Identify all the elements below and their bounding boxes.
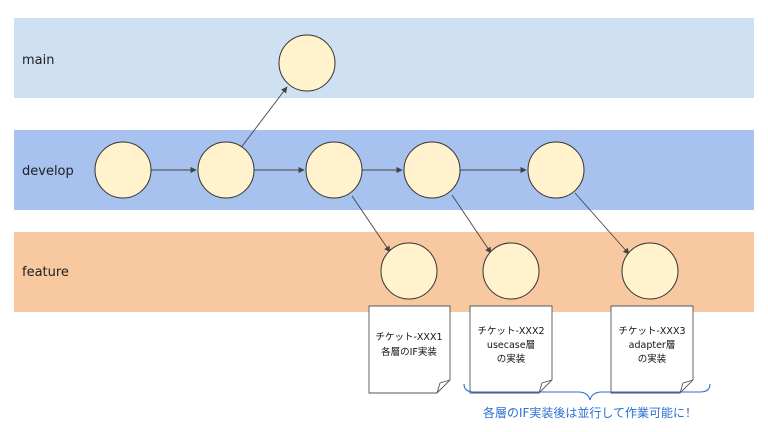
note-3-line-2: adapter層 bbox=[629, 340, 676, 351]
arrow-d5-f3 bbox=[574, 192, 630, 255]
commit-develop-3 bbox=[305, 141, 363, 199]
note-2-line-1: チケット-XXX2 bbox=[478, 326, 545, 337]
commits bbox=[94, 34, 679, 300]
note-2-line-3: の実装 bbox=[497, 353, 526, 365]
arrows bbox=[150, 86, 630, 255]
curly-brace bbox=[463, 383, 711, 401]
lane-label-develop: develop bbox=[22, 164, 74, 179]
commit-feature-1 bbox=[380, 242, 438, 300]
arrow-d2-main bbox=[239, 86, 288, 150]
commit-develop-4 bbox=[403, 141, 461, 199]
note-1: チケット-XXX1 各層のIF実装 bbox=[368, 305, 451, 394]
note-1-line-1: チケット-XXX1 bbox=[376, 332, 443, 343]
note-2-line-2: usecase層 bbox=[487, 340, 535, 351]
note-3: チケット-XXX3 adapter層 の実装 bbox=[610, 305, 694, 394]
arrow-d4-f2 bbox=[451, 194, 492, 254]
note-2: チケット-XXX2 usecase層 の実装 bbox=[469, 305, 553, 394]
arrow-d3-f1 bbox=[351, 195, 391, 253]
commit-feature-2 bbox=[482, 242, 540, 300]
note-3-line-1: チケット-XXX3 bbox=[619, 326, 686, 337]
lane-label-main: main bbox=[22, 53, 54, 68]
lane-main bbox=[14, 18, 754, 98]
commit-feature-3 bbox=[621, 242, 679, 300]
commit-main-1 bbox=[278, 34, 336, 92]
note-1-line-2: 各層のIF実装 bbox=[381, 346, 437, 358]
commit-develop-5 bbox=[527, 141, 585, 199]
lane-label-feature: feature bbox=[22, 265, 69, 280]
commit-develop-2 bbox=[197, 141, 255, 199]
note-3-line-3: の実装 bbox=[638, 353, 667, 365]
caption: 各層のIF実装後は並行して作業可能に！ bbox=[483, 405, 697, 420]
commit-develop-1 bbox=[94, 141, 152, 199]
